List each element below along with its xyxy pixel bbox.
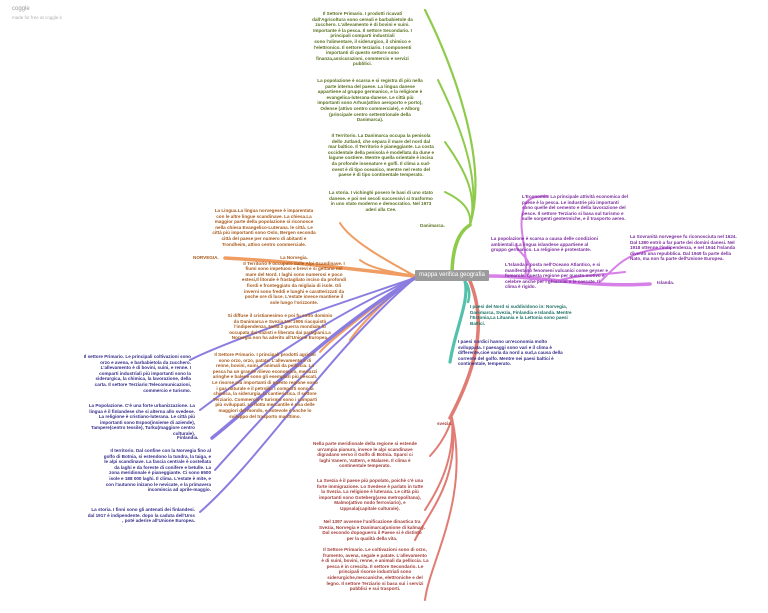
node-is-population[interactable]: La popolazione è scarsa a causa delle co… — [491, 236, 598, 253]
node-no-history[interactable]: Si diffuse il cristianesimo e poi fu sot… — [227, 313, 333, 341]
node-nordic-economy[interactable]: I paesi nordici hanno un'economia molto … — [458, 339, 563, 367]
link-se-history — [414, 417, 455, 541]
purple-branch-links — [189, 276, 417, 513]
node-finland[interactable]: Finlandia. — [177, 435, 199, 440]
node-denmark[interactable]: Danimarca. — [420, 223, 445, 228]
node-se-territory[interactable]: Nella parte meridionale della regione si… — [313, 441, 417, 469]
link-dk-sectors — [423, 8, 477, 227]
node-nordic-countries[interactable]: I paesi del Nord si suddividono in: Norv… — [470, 304, 572, 326]
link-se-sectors — [424, 417, 458, 601]
link-is-population — [515, 243, 531, 279]
node-dk-sectors[interactable]: Il Settore Primario. I prodotti ricavati… — [312, 11, 413, 67]
central-node[interactable]: mappa verifica geografia — [415, 270, 489, 281]
node-fi-territory[interactable]: Il territorio. Dal confine con la Norveg… — [103, 448, 211, 493]
red-branch-links — [414, 279, 481, 601]
node-dk-territory[interactable]: Il Territorio. La Danimarca occupa la pe… — [327, 133, 435, 178]
node-se-population[interactable]: La Svezia è il paese più popolato, poich… — [316, 478, 424, 511]
link-islanda — [487, 274, 652, 287]
link-danimarca — [450, 223, 472, 278]
link-norvegia — [223, 256, 417, 278]
app-subtitle: made for free at coggle.it — [12, 15, 62, 20]
node-fi-population[interactable]: La Popolazione. C'è una forte urbanizzaz… — [88, 403, 195, 436]
link-fi-territory — [214, 277, 416, 471]
node-dk-history[interactable]: La storia. I vichinghi posero le basi di… — [329, 190, 433, 212]
node-fi-sectors[interactable]: Il settore Primario. Le principali colti… — [83, 354, 191, 393]
app-logo-text: coggle — [12, 6, 30, 12]
magenta-branch-links — [487, 195, 671, 287]
link-se-territory — [429, 417, 453, 457]
link-no-territory — [359, 259, 416, 277]
node-no-sectors[interactable]: Il Settore Primario. I principali prodot… — [212, 352, 318, 419]
link-nordic-economy — [448, 279, 468, 364]
link-svezia — [448, 279, 481, 420]
node-no-language[interactable]: La Lingua.La lingua norvegese è imparent… — [212, 208, 316, 247]
node-is-territory[interactable]: L'Islanda è posta nell'Oceano Atlantico,… — [505, 262, 608, 290]
link-finlandia — [210, 276, 417, 440]
node-norway[interactable]: NORVEGIA. — [193, 255, 219, 260]
node-se-history[interactable]: Nel 1397 avvenne l'unificazione dinastic… — [319, 519, 425, 541]
node-dk-population[interactable]: La popolazione è scarsa e si registra di… — [317, 78, 423, 123]
link-fi-sectors — [189, 277, 416, 361]
node-is-economy[interactable]: L'Economia. La principale attività econo… — [522, 194, 629, 222]
node-sweden[interactable]: svezia. — [437, 421, 453, 426]
link-dk-history — [444, 191, 472, 226]
link-dk-territory — [444, 141, 474, 226]
link-fi-history — [199, 277, 416, 513]
link-fi-population — [199, 277, 416, 411]
node-se-sectors[interactable]: Il Settore Primario. Le coltivazioni son… — [321, 547, 429, 592]
teal-branch-links — [448, 279, 471, 364]
link-is-territory — [559, 271, 626, 281]
node-fi-history[interactable]: La storia. I finni sono gli antenati dei… — [87, 507, 195, 524]
node-no-territory[interactable]: La Norvegia. Il Territorio è occupato da… — [241, 255, 347, 305]
node-iceland[interactable]: Islanda. — [657, 280, 675, 285]
green-branch-links — [423, 8, 477, 278]
link-no-language — [339, 222, 416, 277]
node-is-history[interactable]: La Sovranità norvegese fu riconosciuta n… — [630, 234, 737, 262]
link-is-history — [599, 247, 671, 283]
